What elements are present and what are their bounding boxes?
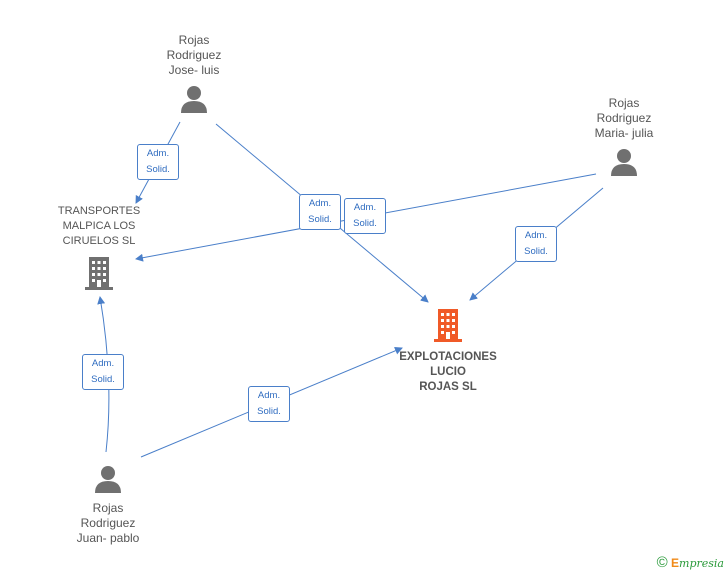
edge-label-line2: Solid. xyxy=(353,218,377,229)
node-label: Rojas Rodriguez Jose- luis xyxy=(154,33,234,78)
edge-label-maria-transportes: Adm. Solid. xyxy=(344,198,386,234)
building-icon xyxy=(434,309,462,342)
brand-initial: E xyxy=(671,556,680,570)
label-line: Rojas xyxy=(608,96,640,110)
edge-label-line1: Adm. xyxy=(146,148,170,159)
building-icon xyxy=(85,257,113,290)
node-juan-pablo[interactable]: Rojas Rodriguez Juan- pablo xyxy=(66,464,150,546)
edge-label-line1: Adm. xyxy=(91,358,115,369)
label-line: Maria- julia xyxy=(594,126,654,140)
edge-label-line2: Solid. xyxy=(308,214,332,225)
person-icon xyxy=(95,466,121,493)
node-label: TRANSPORTES MALPICA LOS CIRUELOS SL xyxy=(50,204,148,249)
person-icon xyxy=(181,86,207,113)
edge-label-line1: Adm. xyxy=(257,390,281,401)
edge-label-jose-transportes: Adm. Solid. xyxy=(137,144,179,180)
label-line: TRANSPORTES xyxy=(57,205,141,217)
edge-label-line2: Solid. xyxy=(257,406,281,417)
node-maria-julia[interactable]: Rojas Rodriguez Maria- julia xyxy=(584,96,664,182)
edge-label-maria-explotaciones: Adm. Solid. xyxy=(515,226,557,262)
node-jose-luis[interactable]: Rojas Rodriguez Jose- luis xyxy=(154,33,234,119)
label-line: Rojas xyxy=(178,33,210,47)
edge-label-line2: Solid. xyxy=(146,164,170,175)
label-line: Juan- pablo xyxy=(76,531,140,545)
edge-label-line2: Solid. xyxy=(524,246,548,257)
node-label: Rojas Rodriguez Juan- pablo xyxy=(66,501,150,546)
node-transportes-malpica[interactable]: TRANSPORTES MALPICA LOS CIRUELOS SL xyxy=(50,204,148,296)
label-line: Rodriguez xyxy=(80,516,136,530)
edge-label-line2: Solid. xyxy=(91,374,115,385)
empresia-watermark: © Empresia xyxy=(657,554,724,571)
label-line: ROJAS SL xyxy=(419,381,477,393)
node-explotaciones-lucio-rojas[interactable]: EXPLOTACIONES LUCIO ROJAS SL xyxy=(396,307,500,395)
edge-label-juan-transportes: Adm. Solid. xyxy=(82,354,124,390)
edge-label-line1: Adm. xyxy=(353,202,377,213)
brand-name: mpresia xyxy=(679,557,724,570)
label-line: LUCIO xyxy=(430,366,466,378)
edge-label-line1: Adm. xyxy=(524,230,548,241)
label-line: CIRUELOS SL xyxy=(62,235,136,247)
person-icon xyxy=(611,149,637,176)
copyright-icon: © xyxy=(656,554,668,571)
label-line: Jose- luis xyxy=(168,63,220,77)
edge-label-line1: Adm. xyxy=(308,198,332,209)
label-line: MALPICA LOS xyxy=(62,220,136,232)
label-line: EXPLOTACIONES xyxy=(399,351,497,363)
edge-label-juan-explotaciones: Adm. Solid. xyxy=(248,386,290,422)
node-label: Rojas Rodriguez Maria- julia xyxy=(584,96,664,141)
label-line: Rojas xyxy=(92,501,124,515)
label-line: Rodriguez xyxy=(166,48,222,62)
edge-label-jose-explotaciones: Adm. Solid. xyxy=(299,194,341,230)
node-label: EXPLOTACIONES LUCIO ROJAS SL xyxy=(396,350,500,395)
label-line: Rodriguez xyxy=(596,111,652,125)
